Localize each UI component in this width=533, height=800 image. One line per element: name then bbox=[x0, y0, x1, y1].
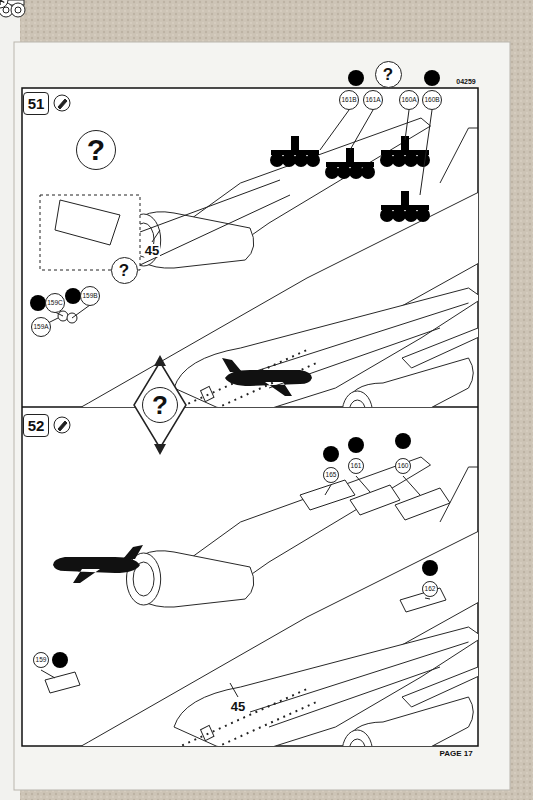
part-number: 45 bbox=[230, 700, 246, 713]
callout-number: 160 bbox=[398, 463, 409, 470]
callout-number: 161 bbox=[351, 463, 362, 470]
callout-circle: 159 bbox=[33, 652, 49, 668]
callout-number: 162 bbox=[425, 586, 436, 593]
page-code: 04259 bbox=[455, 78, 476, 85]
step-number-box: 52 bbox=[23, 414, 50, 437]
callout-circle: ? bbox=[375, 61, 402, 88]
callout-number: 159C bbox=[47, 300, 63, 307]
callout-circle: 160B bbox=[422, 90, 442, 110]
callout-circle: ? bbox=[76, 130, 116, 170]
callout-number: 159B bbox=[82, 293, 97, 300]
callout-circle: 161B bbox=[339, 90, 359, 110]
callout-circle: 161A bbox=[363, 90, 383, 110]
callout-number: 160B bbox=[424, 97, 439, 104]
callout-circle: 162 bbox=[422, 581, 438, 597]
callout-number: 159A bbox=[33, 324, 48, 331]
step-number-box: 51 bbox=[23, 92, 50, 115]
callout-circle: 159A bbox=[31, 317, 51, 337]
callout-number: 161A bbox=[365, 97, 380, 104]
callout-number: 159 bbox=[36, 657, 47, 664]
callout-circle: ? bbox=[111, 257, 138, 284]
callout-number: ? bbox=[152, 392, 168, 418]
callout-circle: 161 bbox=[348, 458, 364, 474]
callout-number: ? bbox=[119, 262, 129, 279]
part-number: 45 bbox=[144, 244, 160, 257]
callout-number: ? bbox=[87, 135, 105, 165]
callout-circle: 159B bbox=[80, 286, 100, 306]
callout-number: 161B bbox=[341, 97, 356, 104]
callout-number: 160A bbox=[401, 97, 416, 104]
callout-circle: 165 bbox=[323, 467, 339, 483]
callout-circle: 160A bbox=[399, 90, 419, 110]
step-number: 51 bbox=[28, 96, 45, 111]
page-number: PAGE 17 bbox=[438, 750, 473, 758]
callout-circle: 160 bbox=[395, 458, 411, 474]
step-number: 52 bbox=[28, 418, 45, 433]
callout-circle: ? bbox=[142, 387, 178, 423]
callout-number: 165 bbox=[326, 472, 337, 479]
callout-number: ? bbox=[383, 66, 393, 83]
